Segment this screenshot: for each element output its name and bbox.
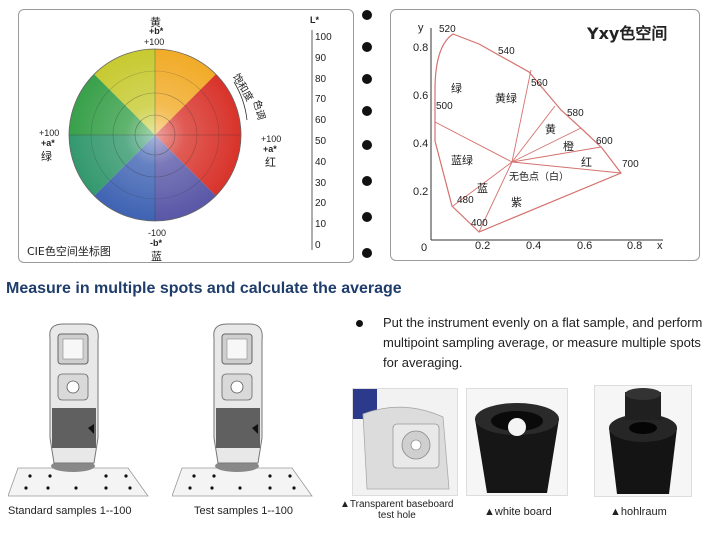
divider-dot bbox=[362, 140, 372, 150]
bottom-axis-label-b: -b* bbox=[150, 238, 162, 248]
l-axis-ticks: 100 90 80 70 60 50 40 30 20 10 0 bbox=[315, 32, 345, 254]
x-tick: 0.4 bbox=[526, 240, 542, 252]
region-orange: 橙 bbox=[563, 140, 574, 153]
l-tick: 80 bbox=[315, 73, 327, 85]
description-text: Put the instrument evenly on a flat samp… bbox=[383, 315, 703, 370]
l-tick: 60 bbox=[315, 115, 327, 127]
l-axis-title: L* bbox=[310, 15, 319, 25]
baseboard-photo bbox=[352, 388, 458, 496]
bottom-axis-label-val: -100 bbox=[148, 228, 167, 238]
left-axis-label-val: +100 bbox=[39, 128, 60, 138]
l-tick: 40 bbox=[315, 156, 327, 168]
white-board-photo bbox=[466, 388, 568, 496]
left-axis-label-cn: 绿 bbox=[41, 150, 52, 163]
cie-caption: CIE色空间坐标图 bbox=[27, 245, 111, 258]
description-bullet bbox=[356, 320, 363, 327]
white-board-image bbox=[475, 403, 559, 493]
origin-label: 0 bbox=[421, 242, 428, 254]
l-tick: 50 bbox=[315, 135, 327, 147]
region-yellow-green: 黄绿 bbox=[495, 92, 517, 105]
region-red: 红 bbox=[581, 156, 592, 169]
wavelength-label: 480 bbox=[457, 195, 474, 206]
instrument-test-illustration bbox=[172, 323, 313, 497]
wavelength-label: 400 bbox=[471, 218, 488, 229]
wavelength-label: 560 bbox=[531, 78, 548, 89]
white-board-caption: ▲white board bbox=[484, 506, 552, 518]
y-tick: 0.2 bbox=[413, 186, 429, 198]
region-purple: 紫 bbox=[511, 196, 522, 209]
baseboard-image bbox=[353, 389, 450, 490]
l-tick: 30 bbox=[315, 177, 327, 189]
right-axis-label-cn: 红 bbox=[265, 156, 276, 169]
cie-color-wheel bbox=[68, 30, 313, 250]
wavelength-label: 580 bbox=[567, 108, 584, 119]
wavelength-label: 700 bbox=[622, 159, 639, 170]
y-tick: 0.6 bbox=[413, 90, 429, 102]
divider-dot bbox=[362, 74, 372, 84]
wavelength-label: 540 bbox=[498, 46, 515, 57]
region-blue: 蓝 bbox=[477, 182, 488, 195]
divider-dot bbox=[362, 176, 372, 186]
baseboard-caption-line2: test hole bbox=[378, 510, 416, 521]
divider-dot bbox=[362, 248, 372, 258]
right-axis-label-val: +100 bbox=[261, 134, 282, 144]
instrument-standard-illustration bbox=[8, 323, 149, 497]
section-heading: Measure in multiple spots and calculate … bbox=[6, 280, 402, 297]
right-axis-label-a: +a* bbox=[263, 144, 277, 154]
y-tick: 0.4 bbox=[413, 138, 429, 150]
y-axis-label: y bbox=[418, 22, 424, 34]
wavelength-label: 500 bbox=[436, 101, 453, 112]
baseboard-caption-line1: ▲Transparent baseboard bbox=[340, 499, 454, 510]
region-achromatic: 无色点（白） bbox=[509, 172, 569, 183]
wavelength-label: 520 bbox=[439, 24, 456, 35]
x-tick: 0.2 bbox=[475, 240, 491, 252]
divider-dot bbox=[362, 42, 372, 52]
region-green: 绿 bbox=[451, 82, 462, 95]
top-axis-label-val: +100 bbox=[144, 37, 165, 47]
l-tick: 100 bbox=[315, 32, 332, 43]
cie-color-space-panel: 黄 +b* +100 -100 -b* 蓝 +100 +a* 绿 +100 +a… bbox=[18, 9, 354, 263]
wavelength-label: 600 bbox=[596, 136, 613, 147]
l-tick: 10 bbox=[315, 219, 327, 231]
hohlraum-image bbox=[609, 388, 677, 494]
top-axis-label-b: +b* bbox=[149, 26, 164, 36]
top-axis-label-cn: 黄 bbox=[150, 16, 161, 29]
hohlraum-caption: ▲hohlraum bbox=[610, 506, 667, 518]
divider-dot bbox=[362, 106, 372, 116]
l-tick: 90 bbox=[315, 52, 327, 64]
yxy-chromaticity-diagram bbox=[430, 28, 663, 241]
divider-dot bbox=[362, 212, 372, 222]
yxy-title: Yxy色空间 bbox=[587, 24, 668, 43]
x-tick: 0.8 bbox=[627, 240, 643, 252]
bottom-axis-label-cn: 蓝 bbox=[151, 250, 162, 263]
standard-samples-caption: Standard samples 1--100 bbox=[8, 505, 132, 517]
hohlraum-photo bbox=[594, 385, 692, 497]
left-axis-label-a: +a* bbox=[41, 138, 55, 148]
y-tick: 0.8 bbox=[413, 42, 429, 54]
l-tick: 70 bbox=[315, 94, 327, 106]
l-tick: 0 bbox=[315, 239, 321, 251]
x-axis-label: x bbox=[657, 240, 663, 252]
yxy-color-space-panel: Yxy色空间 y x 0 0.8 0.6 0.4 0.2 0.2 0.4 0.6… bbox=[390, 9, 700, 261]
test-samples-caption: Test samples 1--100 bbox=[194, 505, 294, 517]
x-tick: 0.6 bbox=[577, 240, 593, 252]
l-tick: 20 bbox=[315, 198, 327, 210]
region-yellow: 黄 bbox=[545, 123, 556, 136]
region-cyan-green: 蓝绿 bbox=[451, 154, 473, 167]
divider-dot bbox=[362, 10, 372, 20]
